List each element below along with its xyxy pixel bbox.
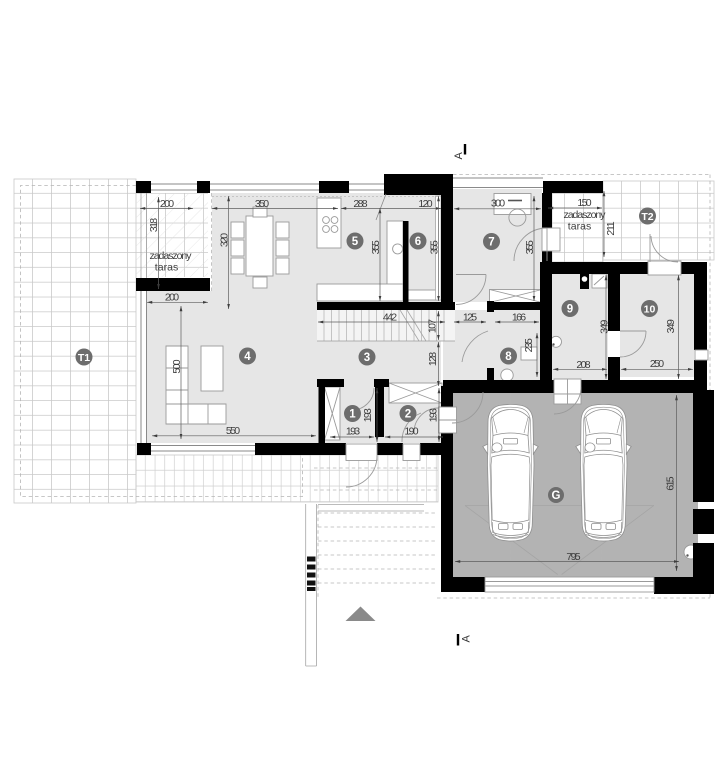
svg-text:200: 200: [165, 292, 179, 304]
svg-text:235: 235: [523, 338, 535, 352]
svg-text:200: 200: [160, 198, 174, 210]
svg-text:350: 350: [255, 198, 269, 210]
svg-text:3: 3: [364, 352, 370, 364]
svg-text:G: G: [552, 490, 561, 502]
svg-text:5: 5: [352, 236, 359, 248]
svg-text:355: 355: [370, 240, 382, 254]
svg-text:550: 550: [226, 425, 240, 437]
svg-text:9: 9: [567, 304, 573, 316]
svg-text:320: 320: [219, 233, 231, 247]
svg-text:442: 442: [383, 312, 397, 324]
svg-text:2: 2: [405, 409, 411, 421]
svg-text:8: 8: [505, 351, 512, 363]
svg-text:120: 120: [418, 198, 432, 210]
svg-text:6: 6: [415, 236, 421, 248]
svg-text:300: 300: [491, 197, 505, 209]
svg-text:288: 288: [353, 198, 367, 210]
svg-text:349: 349: [599, 320, 611, 334]
svg-text:T1: T1: [78, 352, 90, 364]
svg-text:615: 615: [665, 476, 677, 490]
svg-text:zadaszony: zadaszony: [564, 209, 607, 221]
svg-text:318: 318: [148, 218, 160, 232]
svg-text:A: A: [453, 152, 465, 160]
svg-text:208: 208: [576, 359, 590, 371]
svg-text:211: 211: [605, 221, 617, 235]
svg-text:355: 355: [524, 240, 536, 254]
svg-text:795: 795: [566, 551, 580, 563]
svg-text:taras: taras: [568, 221, 592, 233]
svg-text:250: 250: [650, 358, 664, 370]
svg-text:128: 128: [427, 352, 439, 366]
svg-text:349: 349: [665, 319, 677, 333]
svg-text:107: 107: [427, 319, 439, 333]
svg-text:taras: taras: [155, 261, 179, 273]
svg-text:150: 150: [577, 197, 591, 209]
svg-text:190: 190: [404, 425, 418, 437]
svg-text:166: 166: [512, 312, 526, 324]
svg-text:1: 1: [349, 409, 356, 421]
svg-text:193: 193: [428, 408, 440, 422]
svg-text:T2: T2: [641, 211, 653, 223]
svg-text:7: 7: [488, 237, 494, 249]
svg-text:193: 193: [362, 408, 374, 422]
svg-text:10: 10: [644, 304, 656, 316]
svg-text:500: 500: [171, 359, 183, 373]
svg-text:zadaszony: zadaszony: [150, 250, 193, 262]
svg-text:193: 193: [346, 425, 360, 437]
svg-text:4: 4: [244, 351, 251, 363]
svg-text:125: 125: [463, 312, 477, 324]
svg-text:A: A: [461, 635, 473, 643]
svg-text:355: 355: [429, 240, 441, 254]
